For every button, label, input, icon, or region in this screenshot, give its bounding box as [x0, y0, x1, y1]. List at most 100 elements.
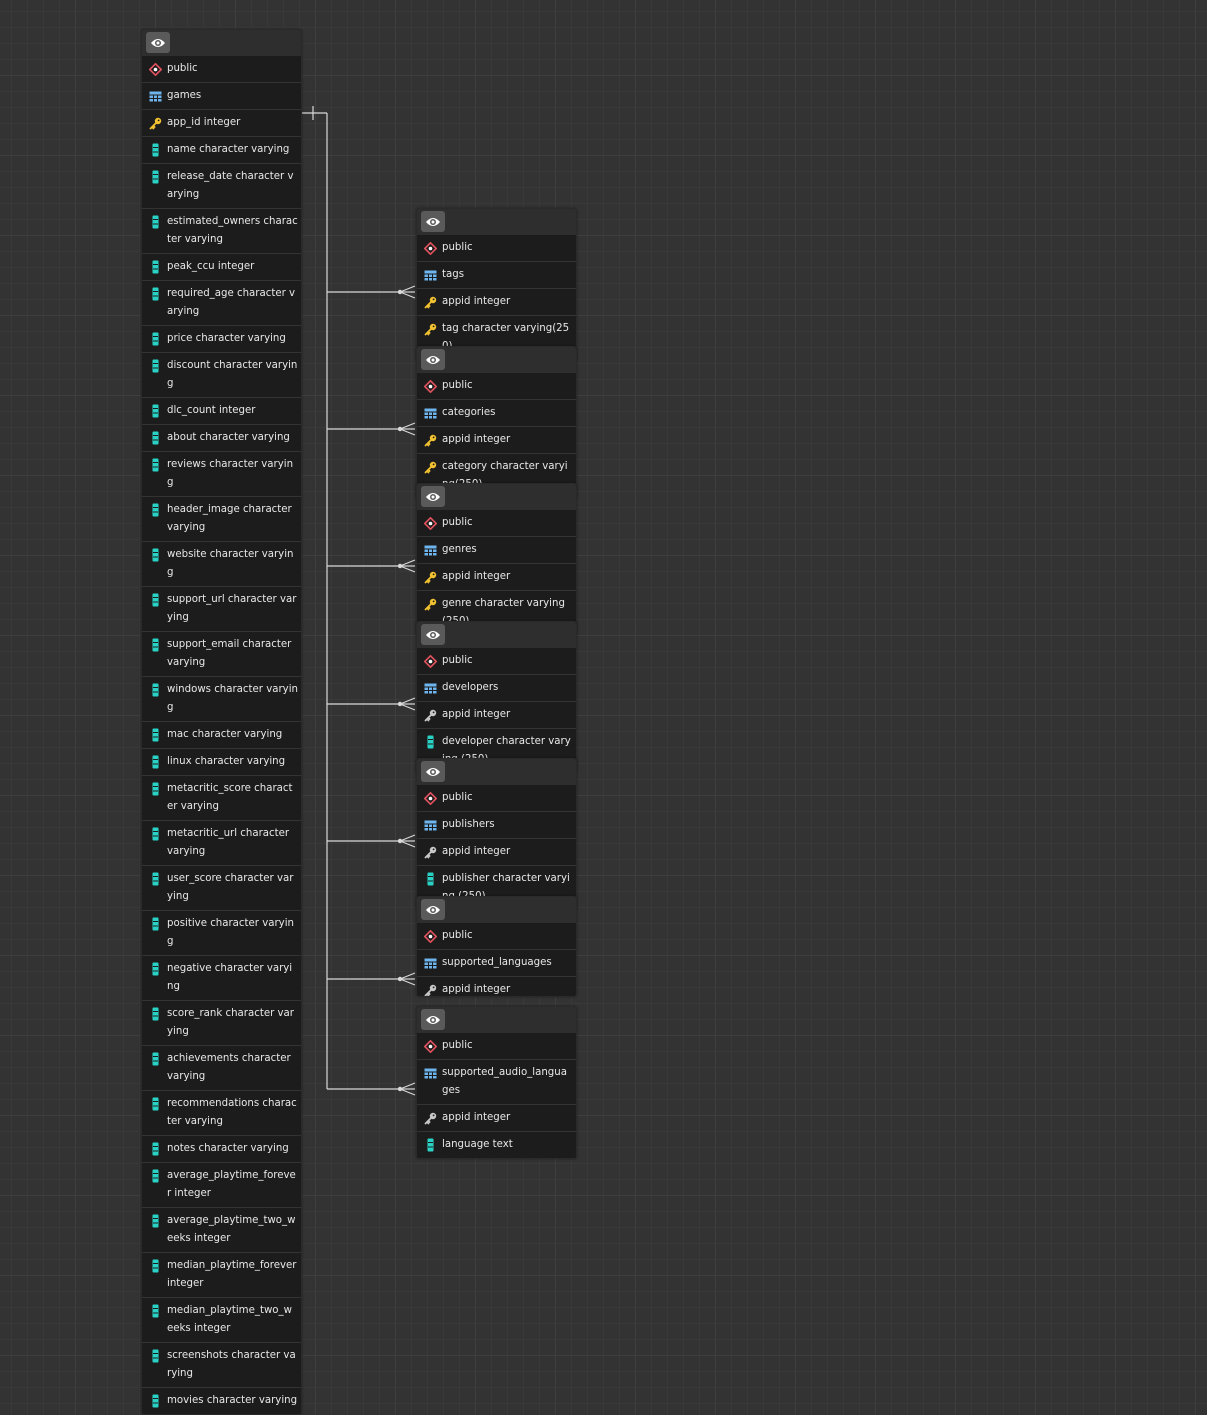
schema-row[interactable]: public	[417, 373, 576, 399]
column-row[interactable]: windows character varying	[142, 676, 301, 721]
eye-icon[interactable]	[421, 211, 445, 232]
column-row[interactable]: appid integer	[417, 426, 576, 453]
column-icon	[149, 1212, 162, 1230]
eye-icon[interactable]	[421, 349, 445, 370]
table-name: games	[167, 90, 202, 101]
column-row[interactable]: median_playtime_two_weeks integer	[142, 1297, 301, 1342]
column-row[interactable]: support_email character varying	[142, 631, 301, 676]
crowfoot-line	[399, 703, 416, 711]
column-row[interactable]: appid integer	[417, 838, 576, 865]
column-row[interactable]: average_playtime_two_weeks integer	[142, 1207, 301, 1252]
column-row[interactable]: required_age character varying	[142, 280, 301, 325]
crowfoot-line	[399, 1088, 416, 1096]
crowfoot-dot	[397, 701, 403, 707]
column-icon	[149, 825, 162, 843]
column-row[interactable]: appid integer	[417, 701, 576, 728]
column-row[interactable]: mac character varying	[142, 721, 301, 748]
crowfoot-dot	[397, 289, 403, 295]
column-row[interactable]: estimated_owners character varying	[142, 208, 301, 253]
table-icon	[424, 1064, 437, 1082]
table-name-row[interactable]: publishers	[417, 811, 576, 838]
schema-row-label: public	[442, 655, 473, 666]
column-row[interactable]: app_id integer	[142, 109, 301, 136]
schema-row[interactable]: public	[417, 510, 576, 536]
table-name-row[interactable]: genres	[417, 536, 576, 563]
column-icon	[149, 546, 162, 564]
column-row[interactable]: website character varying	[142, 541, 301, 586]
column-row[interactable]: reviews character varying	[142, 451, 301, 496]
crowfoot-line	[399, 291, 416, 299]
column-row-label: windows character varying	[167, 684, 298, 713]
table-name-row[interactable]: supported_languages	[417, 949, 576, 976]
table-name-row[interactable]: developers	[417, 674, 576, 701]
column-row-label: support_url character varying	[167, 594, 297, 623]
schema-row[interactable]: public	[417, 785, 576, 811]
column-row[interactable]: movies character varying	[142, 1387, 301, 1414]
column-row[interactable]: achievements character varying	[142, 1045, 301, 1090]
schema-row[interactable]: public	[417, 235, 576, 261]
column-row[interactable]: metacritic_score character varying	[142, 775, 301, 820]
column-row-label: appid integer	[442, 571, 511, 582]
column-row[interactable]: negative character varying	[142, 955, 301, 1000]
eye-icon[interactable]	[421, 899, 445, 920]
column-row[interactable]: dlc_count integer	[142, 397, 301, 424]
column-row[interactable]: language text	[417, 1131, 576, 1158]
column-row[interactable]: peak_ccu integer	[142, 253, 301, 280]
eye-icon[interactable]	[146, 32, 170, 53]
schema-row[interactable]: public	[417, 1033, 576, 1059]
table-name-row[interactable]: supported_audio_languages	[417, 1059, 576, 1104]
column-row[interactable]: screenshots character varying	[142, 1342, 301, 1387]
column-row[interactable]: recommendations character varying	[142, 1090, 301, 1135]
column-row[interactable]: median_playtime_forever integer	[142, 1252, 301, 1297]
column-row[interactable]: appid integer	[417, 288, 576, 315]
crowfoot-line	[399, 565, 416, 573]
table-name-row-label: developers	[442, 682, 499, 693]
schema-row[interactable]: public	[417, 923, 576, 949]
column-row[interactable]: average_playtime_forever integer	[142, 1162, 301, 1207]
column-row[interactable]: appid integer	[417, 976, 576, 996]
column-row-label: appid integer	[442, 846, 511, 857]
crowfoot-dot	[397, 976, 403, 982]
crowfoot-dot	[397, 563, 403, 569]
eye-icon[interactable]	[421, 761, 445, 782]
column-row[interactable]: release_date character varying	[142, 163, 301, 208]
column-icon	[149, 330, 162, 348]
eye-icon[interactable]	[421, 486, 445, 507]
column-row[interactable]: score_rank character varying	[142, 1000, 301, 1045]
column-row-label: appid integer	[442, 296, 511, 307]
column-row[interactable]: linux character varying	[142, 748, 301, 775]
table-name-row[interactable]: tags	[417, 261, 576, 288]
column-row[interactable]: appid integer	[417, 563, 576, 590]
schema-icon	[149, 60, 162, 78]
eye-icon[interactable]	[421, 624, 445, 645]
column-row[interactable]: header_image character varying	[142, 496, 301, 541]
column-icon	[149, 915, 162, 933]
column-row[interactable]: discount character varying	[142, 352, 301, 397]
column-row[interactable]: positive character varying	[142, 910, 301, 955]
column-row[interactable]: price character varying	[142, 325, 301, 352]
crowfoot-dot	[397, 426, 403, 432]
column-row-label: mac character varying	[167, 729, 283, 740]
column-row-label: user_score character varying	[167, 873, 294, 902]
column-row[interactable]: metacritic_url character varying	[142, 820, 301, 865]
column-row[interactable]: support_url character varying	[142, 586, 301, 631]
schema-icon	[424, 239, 437, 257]
column-row[interactable]: user_score character varying	[142, 865, 301, 910]
eye-icon[interactable]	[421, 1009, 445, 1030]
schema-row[interactable]: public	[417, 648, 576, 674]
column-row[interactable]: about character varying	[142, 424, 301, 451]
column-row[interactable]: appid integer	[417, 1104, 576, 1131]
crowfoot-line	[399, 697, 416, 705]
table-name-row[interactable]: categories	[417, 399, 576, 426]
column-row[interactable]: notes character varying	[142, 1135, 301, 1162]
column-row[interactable]: name character varying	[142, 136, 301, 163]
foreign-key-icon	[424, 843, 437, 861]
